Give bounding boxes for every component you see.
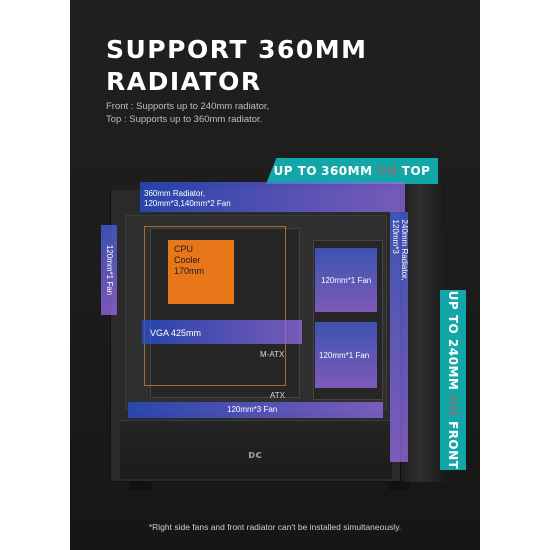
front-radiator-badge xyxy=(440,290,466,470)
top-badge-position: TOP xyxy=(401,164,431,178)
top-badge-on: ON xyxy=(376,164,398,178)
footnote: *Right side fans and front radiator can'… xyxy=(148,522,402,532)
psu-shroud xyxy=(120,420,392,479)
bottom-fans-zone xyxy=(128,402,383,418)
bottom-fans-label: 120mm*3 Fan xyxy=(227,405,278,414)
cpu-label-line-3: 170mm xyxy=(174,266,205,276)
front-badge-size: 240MM xyxy=(446,338,460,391)
case-foot-left xyxy=(130,482,152,490)
cpu-cooler-label: CPU Cooler 170mm xyxy=(174,244,204,277)
front-badge-on: ON xyxy=(446,395,460,417)
front-badge-text: UP TO 240MM ON FRONT xyxy=(446,291,460,470)
subtext-front: Front : Supports up to 240mm radiator, xyxy=(106,101,270,112)
left-fan-zone xyxy=(101,225,117,315)
cpu-label-line-2: Cooler xyxy=(174,255,201,265)
top-badge-up-to: UP TO xyxy=(273,164,318,178)
side-fan-lower-label: 120mm*1 Fan xyxy=(319,351,370,360)
cpu-label-line-1: CPU xyxy=(174,244,194,254)
left-fan-label: 120mm*1 Fan xyxy=(105,244,114,296)
front-radiator-label-line-1: 240mm Radiator, xyxy=(400,219,409,281)
headline-line-2: RADIATOR xyxy=(106,67,262,96)
atx-label: ATX xyxy=(270,391,285,400)
subtext-top: Top : Supports up to 360mm radiator. xyxy=(106,114,263,125)
front-radiator-label-line-2: 120mm*3 xyxy=(391,219,400,254)
side-fan-lower-zone xyxy=(315,322,377,388)
product-banner: SUPPORT 360MM RADIATOR Front : Supports … xyxy=(70,0,480,550)
front-radiator-zone xyxy=(390,212,408,462)
cpu-cooler-zone xyxy=(168,240,234,304)
matx-label: M-ATX xyxy=(260,350,285,359)
top-radiator-badge: UP TO 360MM ON TOP xyxy=(266,158,438,184)
front-radiator-label: 240mm Radiator, 120mm*3 xyxy=(391,220,409,281)
top-radiator-label-line-1: 360mm Radiator, xyxy=(144,189,205,198)
brand-logo: ᴅᴄ xyxy=(248,448,262,461)
side-fan-upper-zone xyxy=(315,248,377,312)
front-badge-up-to: UP TO xyxy=(446,290,460,335)
vga-label: VGA 425mm xyxy=(150,328,202,338)
top-badge-size: 360MM xyxy=(321,164,373,178)
top-radiator-label: 360mm Radiator, 120mm*3,140mm*2 Fan xyxy=(144,189,231,209)
cpu-clearance-frame xyxy=(144,226,286,386)
top-radiator-label-line-2: 120mm*3,140mm*2 Fan xyxy=(144,199,231,208)
headline: SUPPORT 360MM RADIATOR xyxy=(106,34,368,98)
top-radiator-zone xyxy=(140,182,405,212)
front-badge-position: FRONT xyxy=(446,420,460,470)
side-fan-upper-label: 120mm*1 Fan xyxy=(321,276,372,285)
case-foot-right xyxy=(388,482,410,490)
headline-line-1: SUPPORT 360MM xyxy=(106,35,368,64)
vga-zone xyxy=(142,320,302,344)
